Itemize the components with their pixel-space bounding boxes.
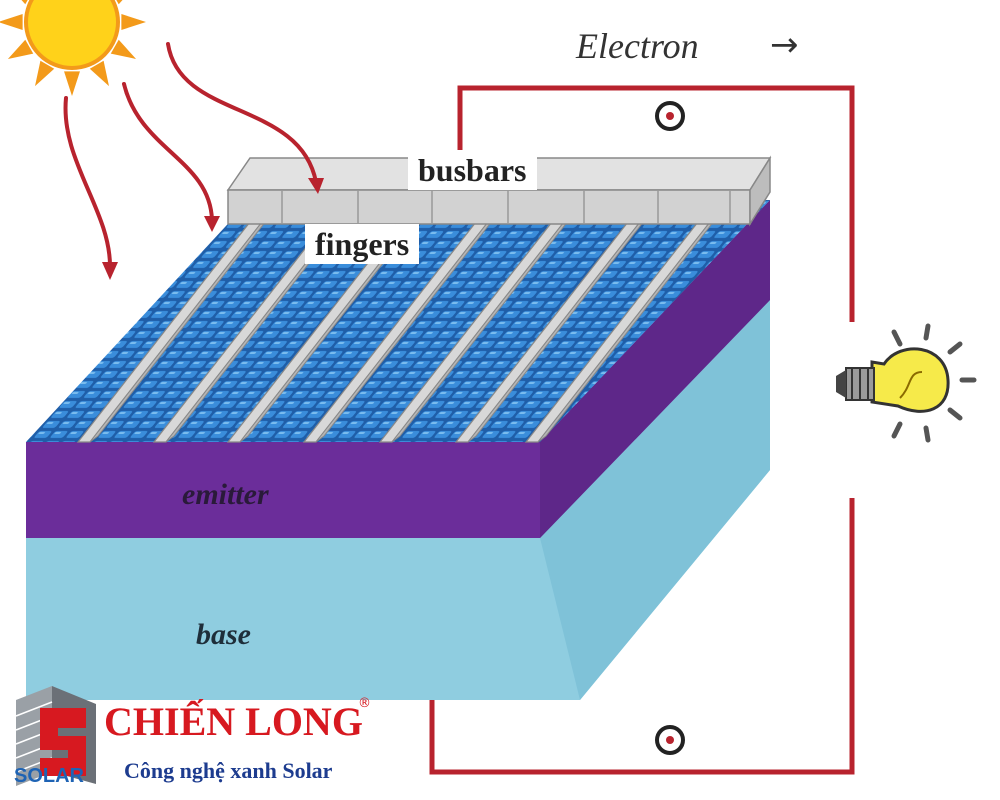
- circuit-wire: [429, 85, 855, 775]
- brand-sub: SOLAR: [14, 765, 84, 787]
- sun-icon: [0, 0, 146, 96]
- light-rays: [63, 42, 324, 280]
- terminal-icon: [655, 101, 685, 131]
- brand-tagline: Công nghệ xanh Solar: [124, 758, 333, 783]
- registered-mark: ®: [358, 696, 371, 711]
- base-layer: [26, 300, 770, 700]
- electron-label: Electron: [576, 26, 699, 66]
- fingers-label: fingers: [305, 224, 420, 264]
- light-ray-3: [166, 42, 318, 184]
- light-ray-1: [63, 96, 112, 268]
- brand-name: CHIẾN LONG: [104, 699, 363, 744]
- emitter-label: emitter: [182, 478, 269, 511]
- arrow-right-icon: →: [770, 25, 799, 65]
- emitter-layer: [26, 200, 770, 538]
- base-label: base: [196, 618, 251, 651]
- logo-mark: [15, 686, 96, 786]
- terminal-icon: [655, 725, 685, 755]
- fingers-group: [76, 215, 719, 443]
- light-bulb-icon: [836, 323, 977, 443]
- brand-logo: CHIẾN LONG ® Công nghệ xanh Solar SOLAR: [14, 688, 374, 796]
- busbars-label: busbars: [408, 150, 537, 190]
- light-ray-2: [122, 82, 214, 222]
- busbar: [226, 155, 772, 227]
